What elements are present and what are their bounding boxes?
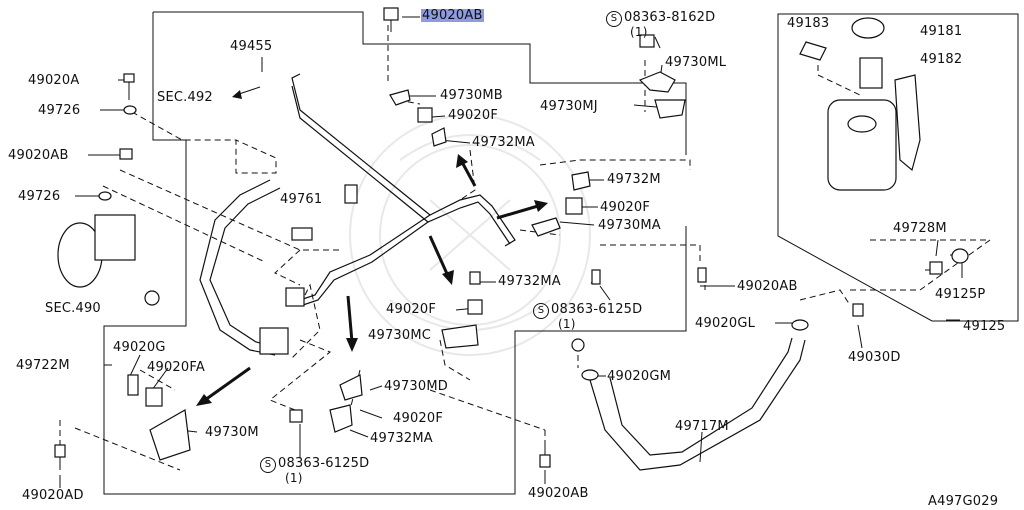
s-symbol: S (260, 457, 276, 473)
qty-label: (1) (285, 471, 303, 485)
part-label-49181[interactable]: 49181 (920, 24, 963, 39)
part-label-49732ma[interactable]: 49732MA (498, 274, 561, 289)
part-label-49182[interactable]: 49182 (920, 52, 963, 67)
parts (54, 7, 969, 470)
s-symbol: S (533, 303, 549, 319)
part-label-49020ab[interactable]: 49020AB (8, 148, 69, 163)
part-label-49020fa[interactable]: 49020FA (147, 360, 205, 375)
part-label-49020f[interactable]: 49020F (386, 302, 437, 317)
part-label-49761[interactable]: 49761 (280, 192, 323, 207)
main-frame (103, 11, 687, 495)
part-label-49728m[interactable]: 49728M (893, 221, 947, 236)
part-label-49125[interactable]: 49125 (963, 319, 1006, 334)
part-label-49726[interactable]: 49726 (38, 103, 81, 118)
part-label-49020gl[interactable]: 49020GL (695, 316, 756, 331)
part-label-49020ab-highlighted[interactable]: 49020AB (421, 8, 484, 23)
part-label-49030d[interactable]: 49030D (848, 350, 901, 365)
s-symbol: S (606, 11, 622, 27)
part-label-49732ma[interactable]: 49732MA (472, 135, 535, 150)
part-label-49722m[interactable]: 49722M (16, 358, 70, 373)
part-label-49020g[interactable]: 49020G (113, 340, 166, 355)
part-label-49730ma[interactable]: 49730MA (598, 218, 661, 233)
part-label-49730ml[interactable]: 49730ML (665, 55, 727, 70)
part-label-49020a[interactable]: 49020A (28, 73, 80, 88)
section-ref-sec492[interactable]: SEC.492 (157, 90, 213, 105)
part-label-49732m[interactable]: 49732M (607, 172, 661, 187)
direction-arrows (196, 86, 548, 406)
reservoir-frame (777, 13, 1019, 322)
part-label-49730mb[interactable]: 49730MB (440, 88, 503, 103)
qty-label: (1) (630, 25, 648, 39)
part-label-49020f[interactable]: 49020F (393, 411, 444, 426)
part-label-49020f[interactable]: 49020F (448, 108, 499, 123)
part-label-49732ma[interactable]: 49732MA (370, 431, 433, 446)
part-label-49717m[interactable]: 49717M (675, 419, 729, 434)
leader-lines (59, 16, 963, 488)
pressure-line (199, 73, 516, 356)
section-ref-sec490[interactable]: SEC.490 (45, 301, 101, 316)
part-label-49455[interactable]: 49455 (230, 39, 273, 54)
return-hose (589, 337, 806, 471)
qty-label: (1) (558, 317, 576, 331)
part-label-49730mc[interactable]: 49730MC (368, 328, 432, 343)
part-label-49730md[interactable]: 49730MD (384, 379, 448, 394)
part-label-49730mj[interactable]: 49730MJ (540, 99, 598, 114)
part-label-49730m[interactable]: 49730M (205, 425, 259, 440)
part-label-49726[interactable]: 49726 (18, 189, 61, 204)
part-label-49020ad[interactable]: 49020AD (22, 488, 84, 503)
diagram-id: A497G029 (928, 494, 999, 509)
part-label-49020ab[interactable]: 49020AB (528, 486, 589, 501)
part-label-49183[interactable]: 49183 (787, 16, 830, 31)
part-label-49020f[interactable]: 49020F (600, 200, 651, 215)
part-label-49020ab[interactable]: 49020AB (737, 279, 798, 294)
part-label-49020gm[interactable]: 49020GM (607, 369, 672, 384)
part-label-49125p[interactable]: 49125P (935, 287, 986, 302)
